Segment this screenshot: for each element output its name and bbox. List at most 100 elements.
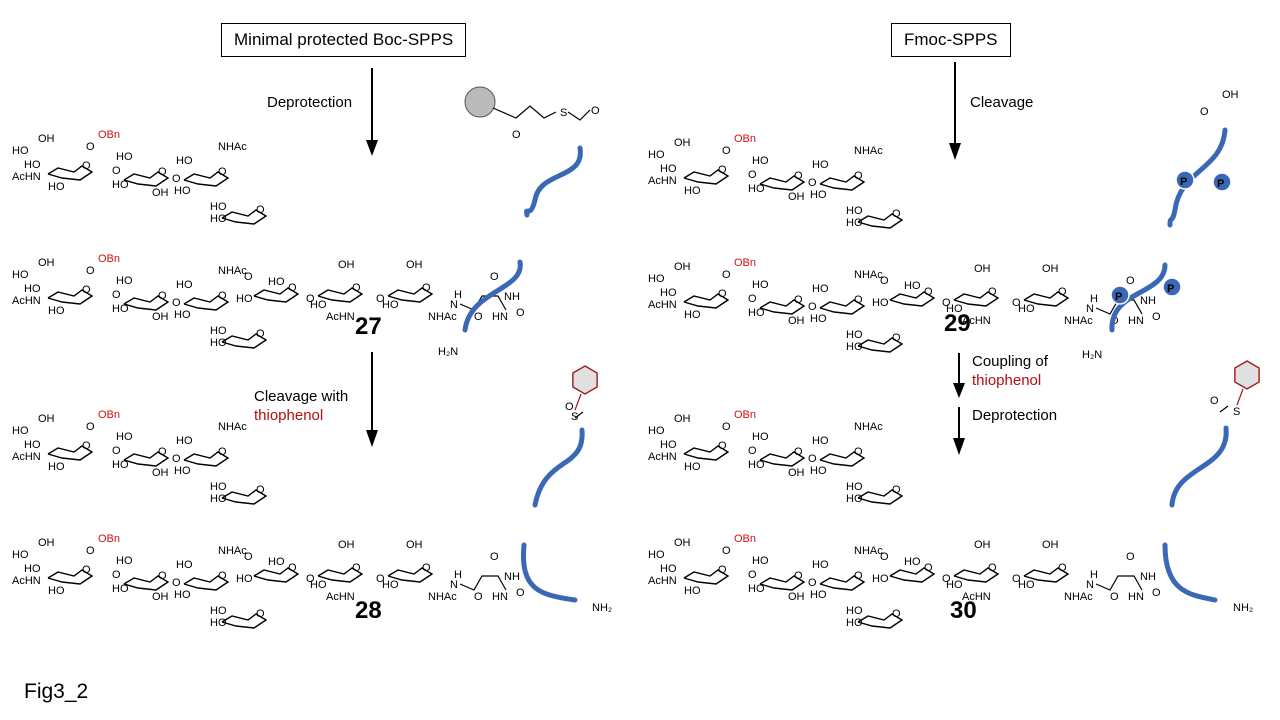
- amide-h-label: H: [1090, 569, 1098, 581]
- sugar-ring-bond: [759, 575, 806, 591]
- sugar-ring-bond: [221, 489, 268, 505]
- sugar-ring-bond: [183, 295, 230, 311]
- ring-oxygen-label: O: [892, 608, 901, 620]
- amide-hn-label: HN: [492, 311, 508, 323]
- boc-spps-label: Minimal protected Boc-SPPS: [234, 30, 454, 49]
- thioester-bond: [567, 109, 591, 121]
- hydroxyl-label: HO: [116, 275, 133, 287]
- hydroxyl-label: HO: [660, 563, 677, 575]
- ring-oxygen-label: O: [422, 562, 431, 574]
- acetamido-label: NHAc: [854, 545, 883, 557]
- hydroxyl-label: HO: [210, 617, 227, 629]
- carbonyl-oxygen-label: O: [86, 141, 95, 153]
- hydroxyl-label: HO: [846, 481, 863, 493]
- sugar-ring-bond: [123, 451, 170, 467]
- hydroxyl-label: HO: [116, 555, 133, 567]
- glycosidic-oxygen-label: O: [1012, 573, 1021, 585]
- hydroxyl-label: HO: [48, 181, 65, 193]
- phosphate-badge-3: P: [1162, 277, 1182, 297]
- hydroxyl-label: HO: [648, 149, 665, 161]
- hydroxyl-label: HO: [236, 573, 253, 585]
- phosphate-badge-1: P: [1175, 170, 1195, 190]
- hydroxyl-label: HO: [904, 556, 921, 568]
- hydroxyl-label: HO: [116, 151, 133, 163]
- core-mannose-ring: O: [889, 562, 936, 583]
- core-glcnac-ring-1: O: [953, 286, 1000, 307]
- glycosidic-oxygen-label: O: [880, 551, 889, 563]
- arrowhead-cleavage-right: [949, 143, 961, 160]
- hydroxyl-label: HO: [748, 459, 765, 471]
- glycosidic-oxygen-label: O: [112, 165, 121, 177]
- sugar-ring-bond: [857, 213, 904, 229]
- hydroxyl-label: HO: [174, 589, 191, 601]
- n-terminus-label: H₂N: [1082, 349, 1102, 361]
- hydroxyl-label: OH: [338, 539, 355, 551]
- hydroxyl-label: HO: [810, 313, 827, 325]
- sugar-ring-bond: [857, 613, 904, 629]
- ring-oxygen-label: O: [256, 484, 265, 496]
- hydroxyl-label: HO: [24, 283, 41, 295]
- hydroxyl-label: HO: [660, 163, 677, 175]
- core-glcnac-ring-2: O: [1023, 286, 1070, 307]
- hydroxyl-label: HO: [48, 461, 65, 473]
- sugar-ring-bond: [759, 299, 806, 315]
- acetamido-label: NHAc: [428, 591, 457, 603]
- hydroxyl-label: HO: [12, 269, 29, 281]
- carbonyl-oxygen-label: O: [86, 265, 95, 277]
- hydroxyl-label: HO: [268, 556, 285, 568]
- sugar-ring-bond: [47, 445, 94, 461]
- acetamido-label: AcHN: [12, 575, 41, 587]
- sugar-ring-bond: [183, 451, 230, 467]
- galactose-ring: O: [759, 570, 806, 591]
- core-mannose-ring: O: [253, 282, 300, 303]
- hydroxyl-label: HO: [648, 425, 665, 437]
- carbonyl-oxygen-label: O: [1110, 591, 1119, 603]
- galactose-ring: O: [759, 446, 806, 467]
- hydroxyl-label: HO: [872, 573, 889, 585]
- sugar-ring-bond: [183, 171, 230, 187]
- glycosidic-oxygen-label: O: [1012, 297, 1021, 309]
- ring-oxygen-label: O: [218, 166, 227, 178]
- hydroxyl-label: HO: [24, 563, 41, 575]
- c-s-bond: [1236, 388, 1244, 406]
- carboxyl-oh-label: OH: [1222, 89, 1239, 101]
- ring-oxygen-label: O: [794, 294, 803, 306]
- hydroxyl-label: HO: [210, 493, 227, 505]
- amide-n-label: N: [450, 579, 458, 591]
- carbonyl-oxygen-label: O: [1210, 395, 1219, 407]
- ring-oxygen-label: O: [352, 562, 361, 574]
- carbonyl-oxygen-label: O: [1152, 587, 1161, 599]
- hydroxyl-label: OH: [406, 539, 423, 551]
- amide-hn-label: HN: [1128, 591, 1144, 603]
- phospho-circle: [1212, 172, 1232, 192]
- step-coupling-right-reagent: thiophenol: [972, 372, 1042, 389]
- resin-bead: [464, 86, 496, 118]
- carbonyl-oxygen-label: O: [516, 587, 525, 599]
- hydroxyl-label: HO: [176, 279, 193, 291]
- carbonyl-oxygen-label: O: [722, 421, 731, 433]
- hydroxyl-label: HO: [116, 431, 133, 443]
- glycosidic-oxygen-label: O: [376, 573, 385, 585]
- galactose-ring: O: [123, 446, 170, 467]
- hydroxyl-label: HO: [684, 309, 701, 321]
- sugar-ring-bond: [683, 445, 730, 461]
- hydroxyl-label: HO: [904, 280, 921, 292]
- n-terminus-label: NH₂: [592, 602, 612, 614]
- arrowhead-deprotection-left: [366, 140, 378, 156]
- compound-30-thiophenyl: S: [1233, 360, 1260, 418]
- amide-nh-label: NH: [504, 291, 520, 303]
- peptide-chain-c-term: [1169, 425, 1229, 508]
- galactose-ring: O: [759, 294, 806, 315]
- sialic-acid-ring: O: [47, 284, 94, 305]
- ring-oxygen-label: O: [924, 286, 933, 298]
- hydroxyl-label: HO: [946, 579, 963, 591]
- glcnac-ring: O: [183, 446, 230, 467]
- phospho-circle: [1162, 277, 1182, 297]
- amide-h-label: H: [454, 289, 462, 301]
- hydroxyl-label: OH: [152, 467, 169, 479]
